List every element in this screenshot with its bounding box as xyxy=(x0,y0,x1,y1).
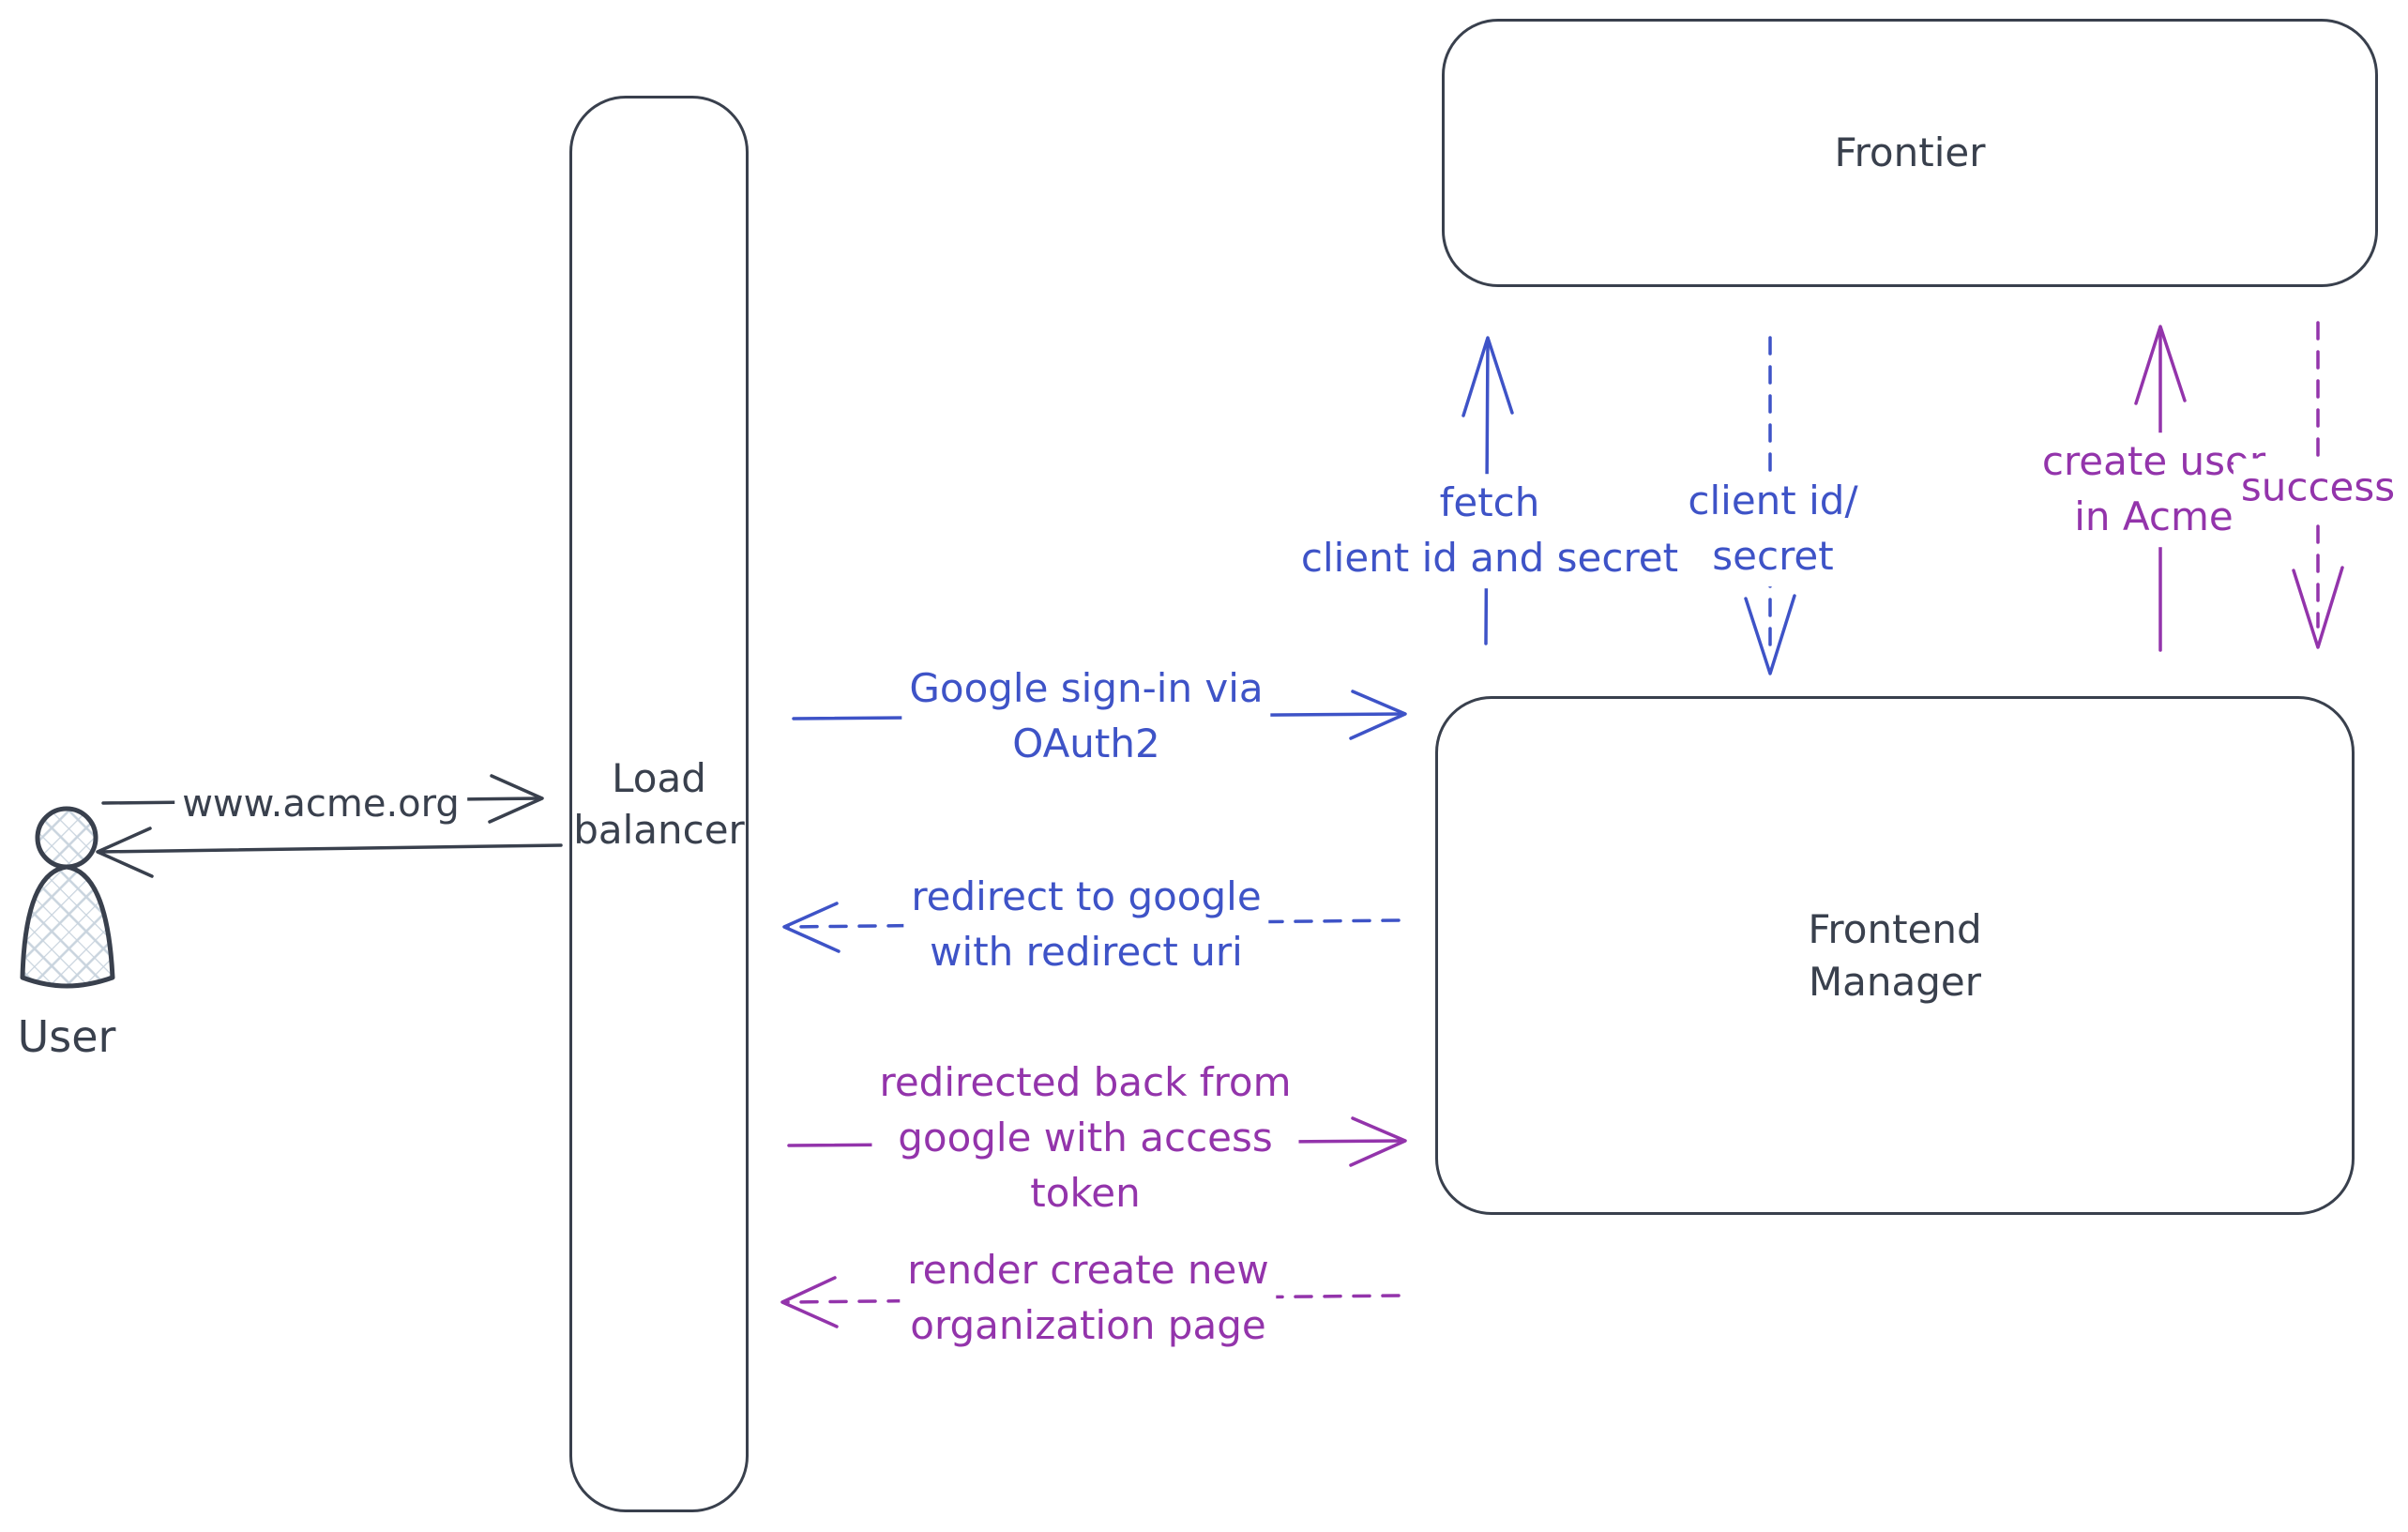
redirected-back-label: redirected back from google with access … xyxy=(871,1053,1299,1223)
success-label: success xyxy=(2233,458,2403,518)
redirect-to-google-label: redirect to google with redirect uri xyxy=(903,868,1269,982)
load-balancer-node: Load balancer xyxy=(569,96,749,1512)
frontier-node: Frontier xyxy=(1442,19,2378,287)
user-label: User xyxy=(17,1010,116,1062)
user-icon-head xyxy=(35,806,98,870)
frontend-manager-label: Frontend Manager xyxy=(1808,906,1982,1005)
render-org-page-label: render create new organization page xyxy=(900,1241,1277,1356)
frontier-label: Frontier xyxy=(1834,129,1986,176)
frontend-manager-node: Frontend Manager xyxy=(1435,696,2355,1215)
google-signin-label: Google sign-in via OAuth2 xyxy=(901,660,1271,774)
www-acme-label: www.acme.org xyxy=(174,776,467,832)
fetch-client-secret-label: fetch client id and secret xyxy=(1293,474,1687,588)
load-balancer-label: Load balancer xyxy=(573,754,745,853)
user-icon xyxy=(20,806,115,989)
create-user-label: create user in Acme xyxy=(2034,432,2274,547)
user-icon-body xyxy=(20,864,115,989)
arrow-response-to-user xyxy=(96,827,563,878)
client-id-secret-label: client id/ secret xyxy=(1680,472,1866,586)
